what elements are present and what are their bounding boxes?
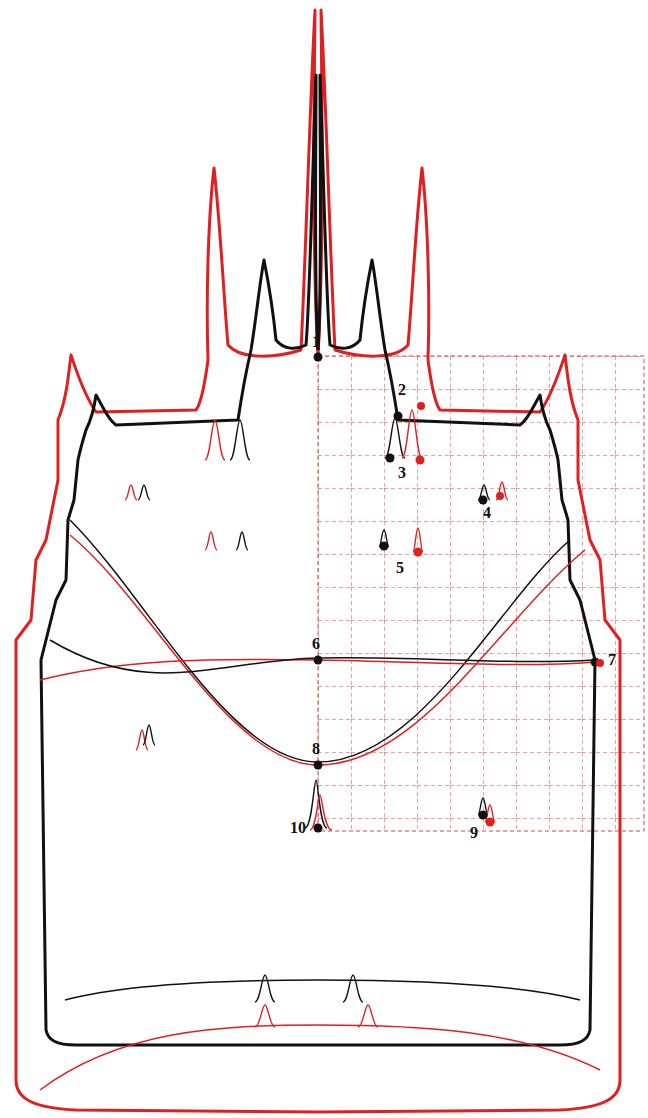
callout-number: 4: [483, 505, 491, 521]
callout-number: 3: [398, 465, 406, 481]
callout-number: 8: [312, 741, 320, 757]
callout-number: 1: [312, 334, 320, 350]
callout-number: 6: [312, 636, 320, 652]
callout-number: 2: [398, 382, 406, 398]
callout-number: 5: [396, 560, 404, 576]
callout-number: 10: [290, 820, 306, 836]
callout-number: 7: [608, 652, 616, 668]
callout-number: 9: [470, 825, 478, 841]
